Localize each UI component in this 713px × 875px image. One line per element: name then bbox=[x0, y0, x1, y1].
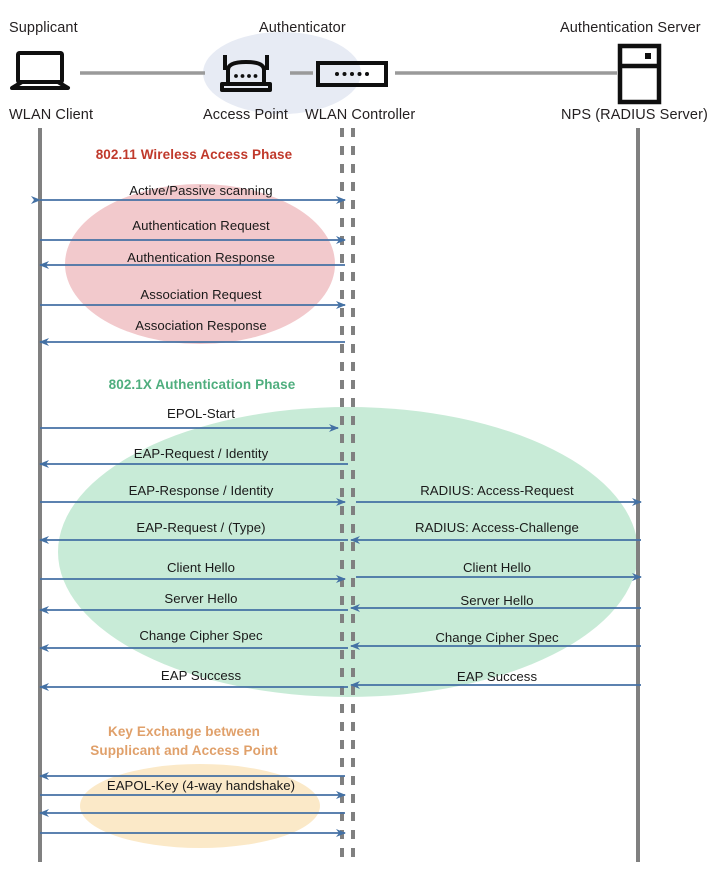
msg-authentication-response-label: Authentication Response bbox=[127, 250, 275, 265]
role-label-supplicant: Supplicant bbox=[9, 20, 78, 36]
authenticator-halo bbox=[203, 32, 361, 114]
msg-eap-success-right-label: EAP Success bbox=[456, 669, 538, 684]
msg-active-passive-scanning-label: Active/Passive scanning bbox=[129, 183, 273, 198]
msg-authentication-request-label: Authentication Request bbox=[132, 218, 270, 233]
msg-radius-access-request-label: RADIUS: Access-Request bbox=[420, 483, 574, 498]
msg-eap-request-type-label: EAP-Request / (Type) bbox=[136, 520, 266, 535]
msg-server-hello-left-label: Server Hello bbox=[164, 591, 238, 606]
node-label-wlan-controller: WLAN Controller bbox=[305, 107, 416, 123]
phase-title-dot1x-authentication: 802.1X Authentication Phase bbox=[108, 377, 296, 392]
role-label-authentication-server: Authentication Server bbox=[560, 20, 701, 36]
node-label-nps-radius-server: NPS (RADIUS Server) bbox=[561, 107, 708, 123]
msg-client-hello-right-label: Client Hello bbox=[462, 560, 532, 575]
msg-eapol-start-label: EPOL-Start bbox=[167, 406, 235, 421]
phase-title-wireless-access: 802.11 Wireless Access Phase bbox=[95, 147, 293, 162]
node-label-access-point: Access Point bbox=[203, 107, 289, 123]
message-arrows bbox=[31, 196, 642, 837]
msg-change-cipher-spec-right-label: Change Cipher Spec bbox=[435, 630, 559, 645]
msg-server-hello-right-label: Server Hello bbox=[460, 593, 534, 608]
msg-eap-response-identity-label: EAP-Response / Identity bbox=[128, 483, 274, 498]
network-switch-icon bbox=[316, 61, 388, 87]
server-tower-icon bbox=[617, 43, 662, 105]
wireless-router-icon bbox=[220, 55, 272, 92]
wireless-access-phase-ellipse bbox=[65, 184, 335, 344]
msg-association-response-label: Association Response bbox=[135, 318, 267, 333]
key-exchange-phase-ellipse bbox=[80, 764, 320, 848]
role-label-authenticator: Authenticator bbox=[259, 20, 346, 36]
msg-eap-request-identity-label: EAP-Request / Identity bbox=[133, 446, 269, 461]
dot1x-authentication-phase-ellipse bbox=[58, 407, 638, 697]
laptop-icon bbox=[10, 51, 70, 90]
msg-eap-success-left-label: EAP Success bbox=[160, 668, 242, 683]
msg-radius-access-challenge-label: RADIUS: Access-Challenge bbox=[415, 520, 579, 535]
msg-association-request-label: Association Request bbox=[140, 287, 262, 302]
msg-change-cipher-spec-left-label: Change Cipher Spec bbox=[139, 628, 263, 643]
node-label-wlan-client: WLAN Client bbox=[9, 107, 94, 123]
phase-ellipses bbox=[58, 184, 638, 848]
msg-client-hello-left-label: Client Hello bbox=[166, 560, 236, 575]
eapol-key-handshake-label: EAPOL-Key (4-way handshake) bbox=[106, 778, 296, 793]
